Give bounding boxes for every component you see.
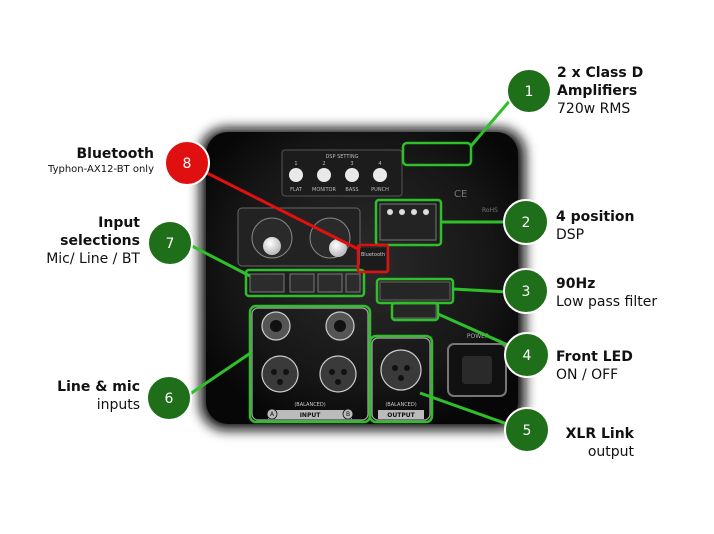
- callout-7-title-2: selections: [60, 233, 140, 249]
- callout-2-title: 4 position: [556, 209, 635, 225]
- callout-5-title: XLR Link: [565, 426, 634, 442]
- dsp-mode-flat: FLAT: [290, 187, 303, 193]
- input-label: INPUT: [300, 412, 322, 419]
- ce-mark: CE: [454, 189, 467, 200]
- callout-number-6: 6: [165, 391, 174, 407]
- power-label: POWER: [467, 333, 489, 340]
- callout-number-5: 5: [523, 423, 532, 439]
- dsp-button-2[interactable]: [317, 168, 331, 182]
- callout-2-sub: DSP: [556, 227, 585, 243]
- callout-1-title-2: Amplifiers: [557, 83, 638, 99]
- leader-1: [469, 97, 514, 147]
- callout-label-5: XLR Link output: [548, 425, 634, 461]
- dsp-mode-punch: PUNCH: [371, 187, 389, 193]
- callout-6-sub: inputs: [96, 397, 140, 413]
- dsp-number-2: 2: [322, 161, 325, 167]
- dsp-number-4: 4: [378, 161, 381, 167]
- leader-7: [189, 243, 251, 278]
- callout-number-8: 8: [183, 156, 192, 172]
- callout-4-title: Front LED: [556, 349, 633, 365]
- channel-b-label: B: [346, 411, 350, 418]
- input-balanced-label: (BALANCED): [294, 402, 325, 408]
- dsp-button-4[interactable]: [373, 168, 387, 182]
- callout-label-7: Input selections Mic/ Line / BT: [20, 214, 140, 268]
- callout-5-sub: output: [587, 444, 634, 460]
- callout-label-2: 4 position DSP: [556, 208, 634, 244]
- callout-number-1: 1: [525, 84, 534, 100]
- volume-knob-a[interactable]: [251, 217, 293, 259]
- xlr-output[interactable]: [380, 349, 422, 391]
- rohs-mark: RoHS: [482, 207, 498, 214]
- dsp-number-3: 3: [350, 161, 353, 167]
- highlight-bluetooth: [356, 243, 390, 274]
- leader-lines: [189, 97, 514, 427]
- channel-a-label: A: [270, 411, 275, 418]
- callout-badge-4: 4: [504, 332, 550, 378]
- callout-8-sub: Typhon-AX12-BT only: [48, 164, 154, 175]
- highlight-output: [368, 334, 434, 424]
- callout-badge-3: 3: [503, 268, 549, 314]
- callout-6-title: Line & mic: [57, 379, 140, 395]
- highlight-led: [390, 301, 440, 322]
- callout-badge-7: 7: [147, 220, 193, 266]
- callout-1-title-1: 2 x Class D: [557, 65, 644, 81]
- jack-input-a[interactable]: [261, 311, 291, 341]
- highlight-input-select: [244, 268, 366, 298]
- callout-badge-2: 2: [503, 199, 549, 245]
- dsp-number-1: 1: [294, 161, 297, 167]
- callout-8-title: Bluetooth: [76, 146, 154, 162]
- callout-4-sub: ON / OFF: [556, 367, 619, 383]
- callout-label-1: 2 x Class D Amplifiers 720w RMS: [557, 64, 643, 118]
- dsp-button-3[interactable]: [345, 168, 359, 182]
- callout-3-title: 90Hz: [556, 276, 596, 292]
- dsp-button-1[interactable]: [289, 168, 303, 182]
- callout-badge-6: 6: [146, 375, 192, 421]
- callout-7-sub: Mic/ Line / BT: [46, 251, 140, 267]
- callout-badges: 1 2 3 4 5 6 7 8: [146, 68, 552, 453]
- callout-badge-1: 1: [506, 68, 552, 114]
- callout-7-title-1: Input: [98, 215, 140, 231]
- dsp-mode-bass: BASS: [345, 187, 358, 193]
- highlight-amplifiers: [401, 141, 473, 167]
- callout-number-3: 3: [522, 284, 531, 300]
- callout-number-7: 7: [166, 236, 175, 252]
- callout-label-8: Bluetooth Typhon-AX12-BT only: [20, 145, 154, 176]
- callout-3-sub: Low pass filter: [556, 294, 658, 310]
- callout-number-2: 2: [522, 215, 531, 231]
- callout-label-4: Front LED ON / OFF: [556, 348, 633, 384]
- leader-8: [204, 170, 361, 252]
- dsp-mode-monitor: MONITOR: [312, 187, 336, 193]
- xlr-input-b[interactable]: [319, 355, 357, 393]
- jack-input-b[interactable]: [325, 311, 355, 341]
- volume-knob-b[interactable]: [309, 217, 351, 259]
- callout-1-sub: 720w RMS: [557, 101, 631, 117]
- callout-label-3: 90Hz Low pass filter: [556, 275, 657, 311]
- output-label: OUTPUT: [387, 412, 415, 419]
- leader-3: [452, 287, 509, 294]
- leader-4: [437, 312, 511, 348]
- dsp-setting-label: DSP SETTING: [325, 154, 358, 160]
- bluetooth-panel-label: Bluetooth: [361, 252, 385, 258]
- callout-badge-5: 5: [504, 407, 550, 453]
- xlr-input-a[interactable]: [261, 355, 299, 393]
- output-balanced-label: (BALANCED): [385, 402, 416, 408]
- leader-6: [189, 350, 253, 396]
- leader-5: [419, 391, 511, 427]
- callout-label-6: Line & mic inputs: [28, 378, 140, 414]
- callout-badge-8: 8: [164, 140, 210, 186]
- dsp-mode-buttons: 1 2 3 4 FLAT MONITOR BASS PUNCH: [289, 161, 389, 193]
- highlight-boxes: [244, 141, 473, 424]
- callout-number-4: 4: [523, 348, 532, 364]
